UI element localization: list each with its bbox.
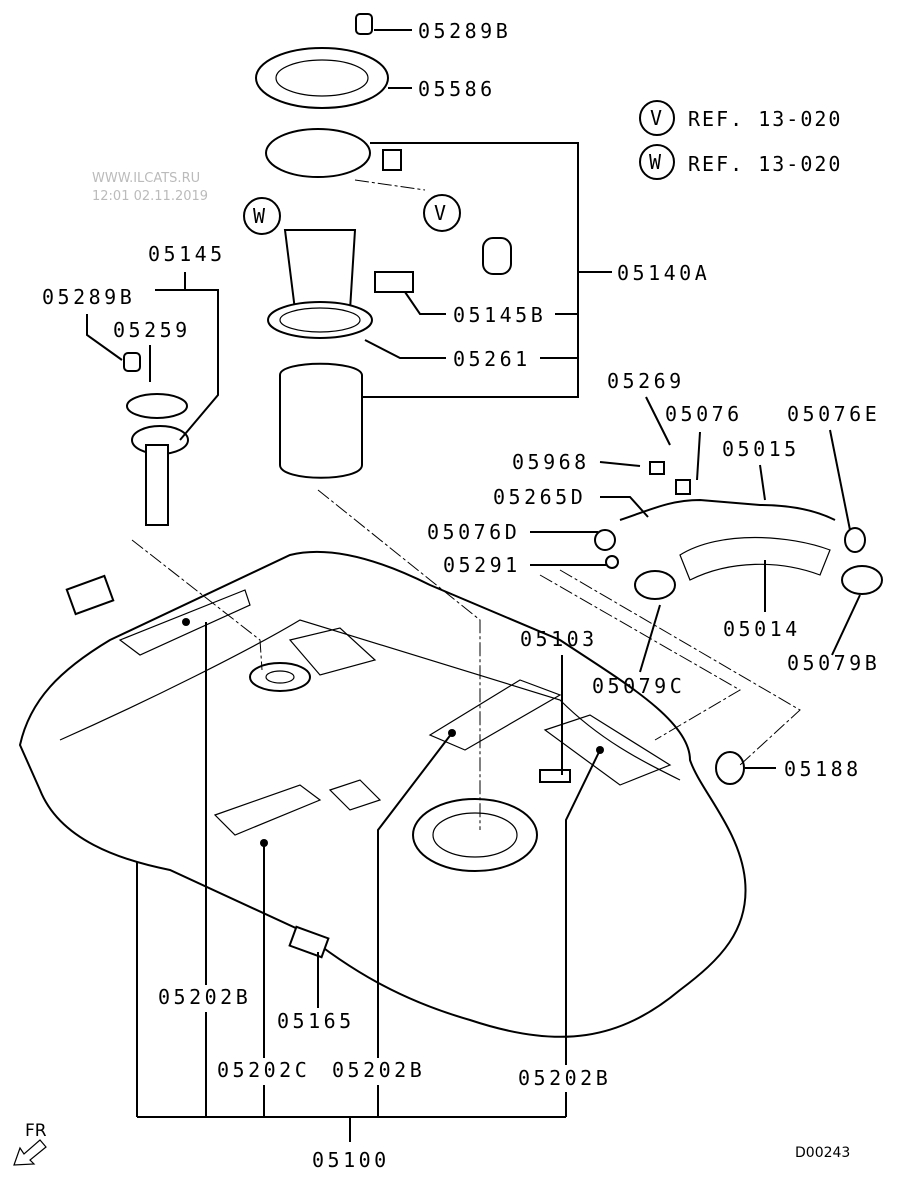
- part-label[interactable]: 05968: [512, 450, 590, 474]
- part-label[interactable]: 05076: [665, 402, 743, 426]
- fuel-tank-shape: [18, 550, 747, 1038]
- part-label[interactable]: 05261: [453, 347, 531, 371]
- part-label[interactable]: 05145B: [453, 303, 546, 327]
- part-label[interactable]: 05145: [148, 242, 226, 266]
- watermark: WWW.ILCATS.RU 12:01 02.11.2019: [92, 171, 208, 204]
- front-arrow-icon: [13, 1139, 47, 1166]
- assembly-lines: [131, 179, 801, 830]
- part-labels: 05289B 05586 05140A 05145B 05261 05145 0…: [42, 19, 880, 1172]
- part-label[interactable]: 05079B: [787, 651, 880, 675]
- part-label[interactable]: 05202B: [518, 1066, 611, 1090]
- part-label[interactable]: 05100: [312, 1148, 390, 1172]
- front-direction-label: FR: [25, 1121, 47, 1141]
- callout-dots: [182, 618, 604, 847]
- diagram-code: D00243: [795, 1145, 850, 1161]
- part-label[interactable]: 05289B: [418, 19, 511, 43]
- marker-v: V: [434, 201, 448, 225]
- part-label[interactable]: 05202B: [158, 985, 251, 1009]
- watermark-date: 12:01 02.11.2019: [92, 189, 208, 204]
- part-label[interactable]: 05202B: [332, 1058, 425, 1082]
- part-label[interactable]: 05289B: [42, 285, 135, 309]
- part-label[interactable]: 05259: [113, 318, 191, 342]
- part-label[interactable]: 05014: [723, 617, 801, 641]
- marker-w: W: [253, 204, 267, 228]
- part-label[interactable]: 05103: [520, 627, 598, 651]
- ref-marker-v: V: [650, 106, 664, 130]
- leader-lines: [86, 29, 861, 1142]
- part-label[interactable]: 05265D: [493, 485, 586, 509]
- part-label[interactable]: 05015: [722, 437, 800, 461]
- part-label[interactable]: 05165: [277, 1009, 355, 1033]
- part-label[interactable]: 05076D: [427, 520, 520, 544]
- ref-text-v: REF. 13-020: [688, 107, 842, 131]
- part-label[interactable]: 05188: [784, 757, 862, 781]
- part-label[interactable]: 05140A: [617, 261, 710, 285]
- reference-legend: V REF. 13-020 W REF. 13-020: [639, 100, 842, 180]
- part-label[interactable]: 05586: [418, 77, 496, 101]
- part-label[interactable]: 05202C: [217, 1058, 310, 1082]
- part-label[interactable]: 05079C: [592, 674, 685, 698]
- part-label[interactable]: 05269: [607, 369, 685, 393]
- part-label[interactable]: 05076E: [787, 402, 880, 426]
- ref-text-w: REF. 13-020: [688, 152, 842, 176]
- pump-module-shapes: [123, 13, 512, 526]
- filler-hoses: [539, 461, 883, 785]
- part-label[interactable]: 05291: [443, 553, 521, 577]
- watermark-site: WWW.ILCATS.RU: [92, 171, 200, 186]
- ref-marker-w: W: [649, 150, 663, 174]
